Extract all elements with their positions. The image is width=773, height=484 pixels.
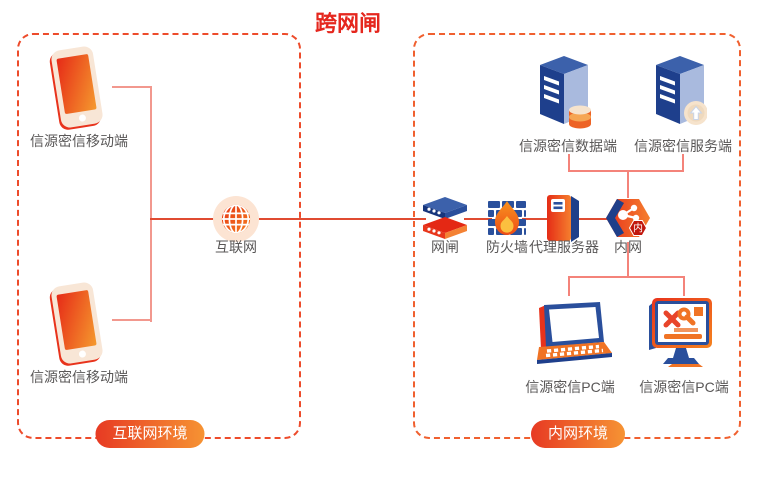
pc-desktop-label: 信源密信PC端 bbox=[639, 379, 729, 395]
data-server-label: 信源密信数据端 bbox=[519, 138, 617, 154]
mobile-top-label: 信源密信移动端 bbox=[30, 133, 128, 149]
gateway-top-slab bbox=[423, 197, 467, 219]
gateway-icon bbox=[423, 197, 467, 239]
gateway-label: 网闸 bbox=[431, 239, 459, 255]
gateway-bottom-slab bbox=[423, 217, 467, 239]
desktop-pc-icon bbox=[649, 298, 712, 367]
connector-globe-gateway bbox=[258, 218, 426, 220]
proxy-server-label: 代理服务器 bbox=[529, 239, 599, 255]
connector-laptop-up bbox=[568, 276, 570, 296]
internet-zone-badge: 互联网环境 bbox=[95, 420, 205, 448]
connector-servers-intranet bbox=[627, 170, 629, 198]
service-server-icon bbox=[656, 56, 707, 125]
connector-intranet-pcs bbox=[627, 242, 629, 278]
firewall-icon bbox=[488, 201, 526, 235]
connector-serviceserver-down bbox=[682, 154, 684, 172]
connector-main-left bbox=[150, 218, 216, 220]
connector-pcs-horizontal bbox=[568, 276, 685, 278]
intranet-badge-glyph: 内 bbox=[633, 222, 643, 235]
intranet-label: 内网 bbox=[614, 239, 642, 255]
connector-mobiles-vertical bbox=[150, 86, 152, 322]
diagram-title: 跨网闸 bbox=[314, 11, 382, 36]
intranet-icon: 内 bbox=[606, 199, 650, 237]
proxy-server-icon bbox=[547, 195, 579, 242]
flame bbox=[495, 201, 519, 235]
connector-mobile-top bbox=[112, 86, 152, 88]
connector-dataserver-down bbox=[568, 154, 570, 172]
internet-globe-icon bbox=[213, 196, 259, 242]
connector-desktop-up bbox=[683, 276, 685, 296]
data-server-icon bbox=[540, 56, 591, 129]
intranet-zone-badge: 内网环境 bbox=[530, 420, 626, 448]
upload-badge bbox=[684, 101, 707, 125]
connector-gateway-firewall bbox=[464, 218, 492, 220]
mobile-bottom-label: 信源密信移动端 bbox=[30, 369, 128, 385]
laptop-pc-icon bbox=[537, 302, 612, 364]
tools-glyph bbox=[663, 307, 703, 339]
connector-mobile-bottom bbox=[112, 319, 152, 321]
connector-servers-horizontal bbox=[568, 170, 684, 172]
network-share-glyph bbox=[618, 204, 640, 222]
connector-firewall-proxy bbox=[522, 218, 550, 220]
service-server-label: 信源密信服务端 bbox=[634, 138, 732, 154]
pc-laptop-label: 信源密信PC端 bbox=[525, 379, 615, 395]
database-badge bbox=[569, 105, 591, 129]
internet-label: 互联网 bbox=[215, 239, 257, 255]
firewall-label: 防火墙 bbox=[486, 239, 528, 255]
globe-icon bbox=[221, 204, 251, 234]
connector-proxy-intranet bbox=[576, 218, 608, 220]
